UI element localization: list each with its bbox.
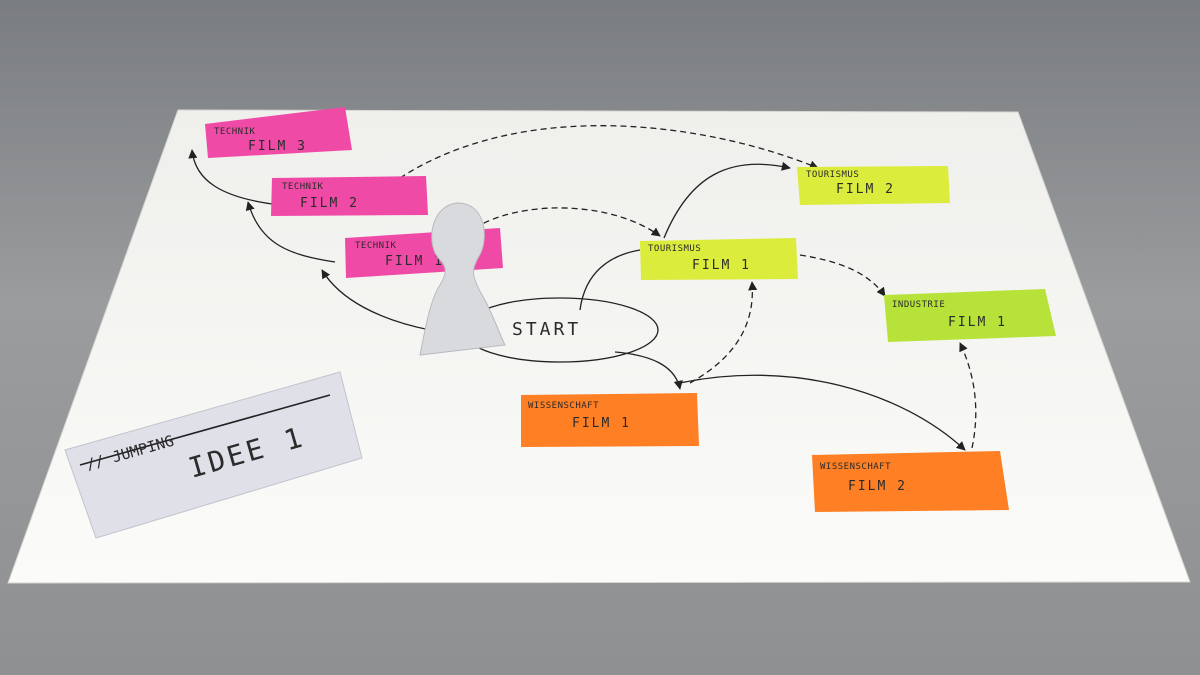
paper-pawn-figure[interactable] — [419, 202, 506, 356]
note-wissenschaft2[interactable]: WISSENSCHAFT FILM 2 — [812, 451, 1009, 512]
note-technik2-sheet — [271, 176, 428, 216]
note-tourismus1-category: TOURISMUS — [648, 244, 701, 254]
note-wissenschaft2-category: WISSENSCHAFT — [820, 462, 891, 472]
note-tourismus2[interactable]: TOURISMUS FILM 2 — [797, 166, 950, 205]
note-technik3-film: FILM 3 — [248, 139, 307, 154]
sign-card[interactable]: // JUMPING IDEE 1 — [64, 371, 363, 539]
note-wissenschaft1-category: WISSENSCHAFT — [528, 401, 599, 411]
note-tourismus2-category: TOURISMUS — [806, 170, 859, 180]
note-tourismus2-sheet — [797, 166, 950, 205]
note-wissenschaft1[interactable]: WISSENSCHAFT FILM 1 — [521, 393, 699, 447]
note-wissenschaft2-film: FILM 2 — [848, 479, 907, 494]
note-wissenschaft2-sheet — [812, 451, 1009, 512]
note-technik2[interactable]: TECHNIK FILM 2 — [271, 176, 428, 216]
note-technik2-film: FILM 2 — [300, 196, 359, 211]
paper-sheet — [7, 109, 1191, 584]
note-tourismus1-film: FILM 1 — [692, 258, 751, 273]
start-label: START — [512, 319, 581, 340]
note-tourismus1[interactable]: TOURISMUS FILM 1 — [640, 238, 798, 280]
note-industrie1-film: FILM 1 — [948, 315, 1007, 330]
note-tourismus2-film: FILM 2 — [836, 182, 895, 197]
connection-arrows — [188, 125, 977, 451]
note-wissenschaft1-sheet — [521, 393, 699, 447]
note-wissenschaft1-film: FILM 1 — [572, 416, 631, 431]
sign-divider — [79, 394, 331, 466]
note-technik1-category: TECHNIK — [355, 241, 397, 251]
note-technik3[interactable]: TECHNIK FILM 3 — [205, 107, 352, 158]
note-technik1-film: FILM 1 — [385, 254, 444, 269]
note-industrie1-category: INDUSTRIE — [892, 300, 945, 310]
note-technik3-sheet — [205, 107, 352, 158]
note-technik3-category: TECHNIK — [214, 127, 256, 137]
note-industrie1[interactable]: INDUSTRIE FILM 1 — [884, 289, 1056, 342]
paper-pawn-body — [419, 202, 506, 356]
note-technik2-category: TECHNIK — [282, 182, 324, 192]
sign-card-face — [64, 371, 363, 539]
note-tourismus1-sheet — [640, 238, 798, 280]
note-industrie1-sheet — [884, 289, 1056, 342]
